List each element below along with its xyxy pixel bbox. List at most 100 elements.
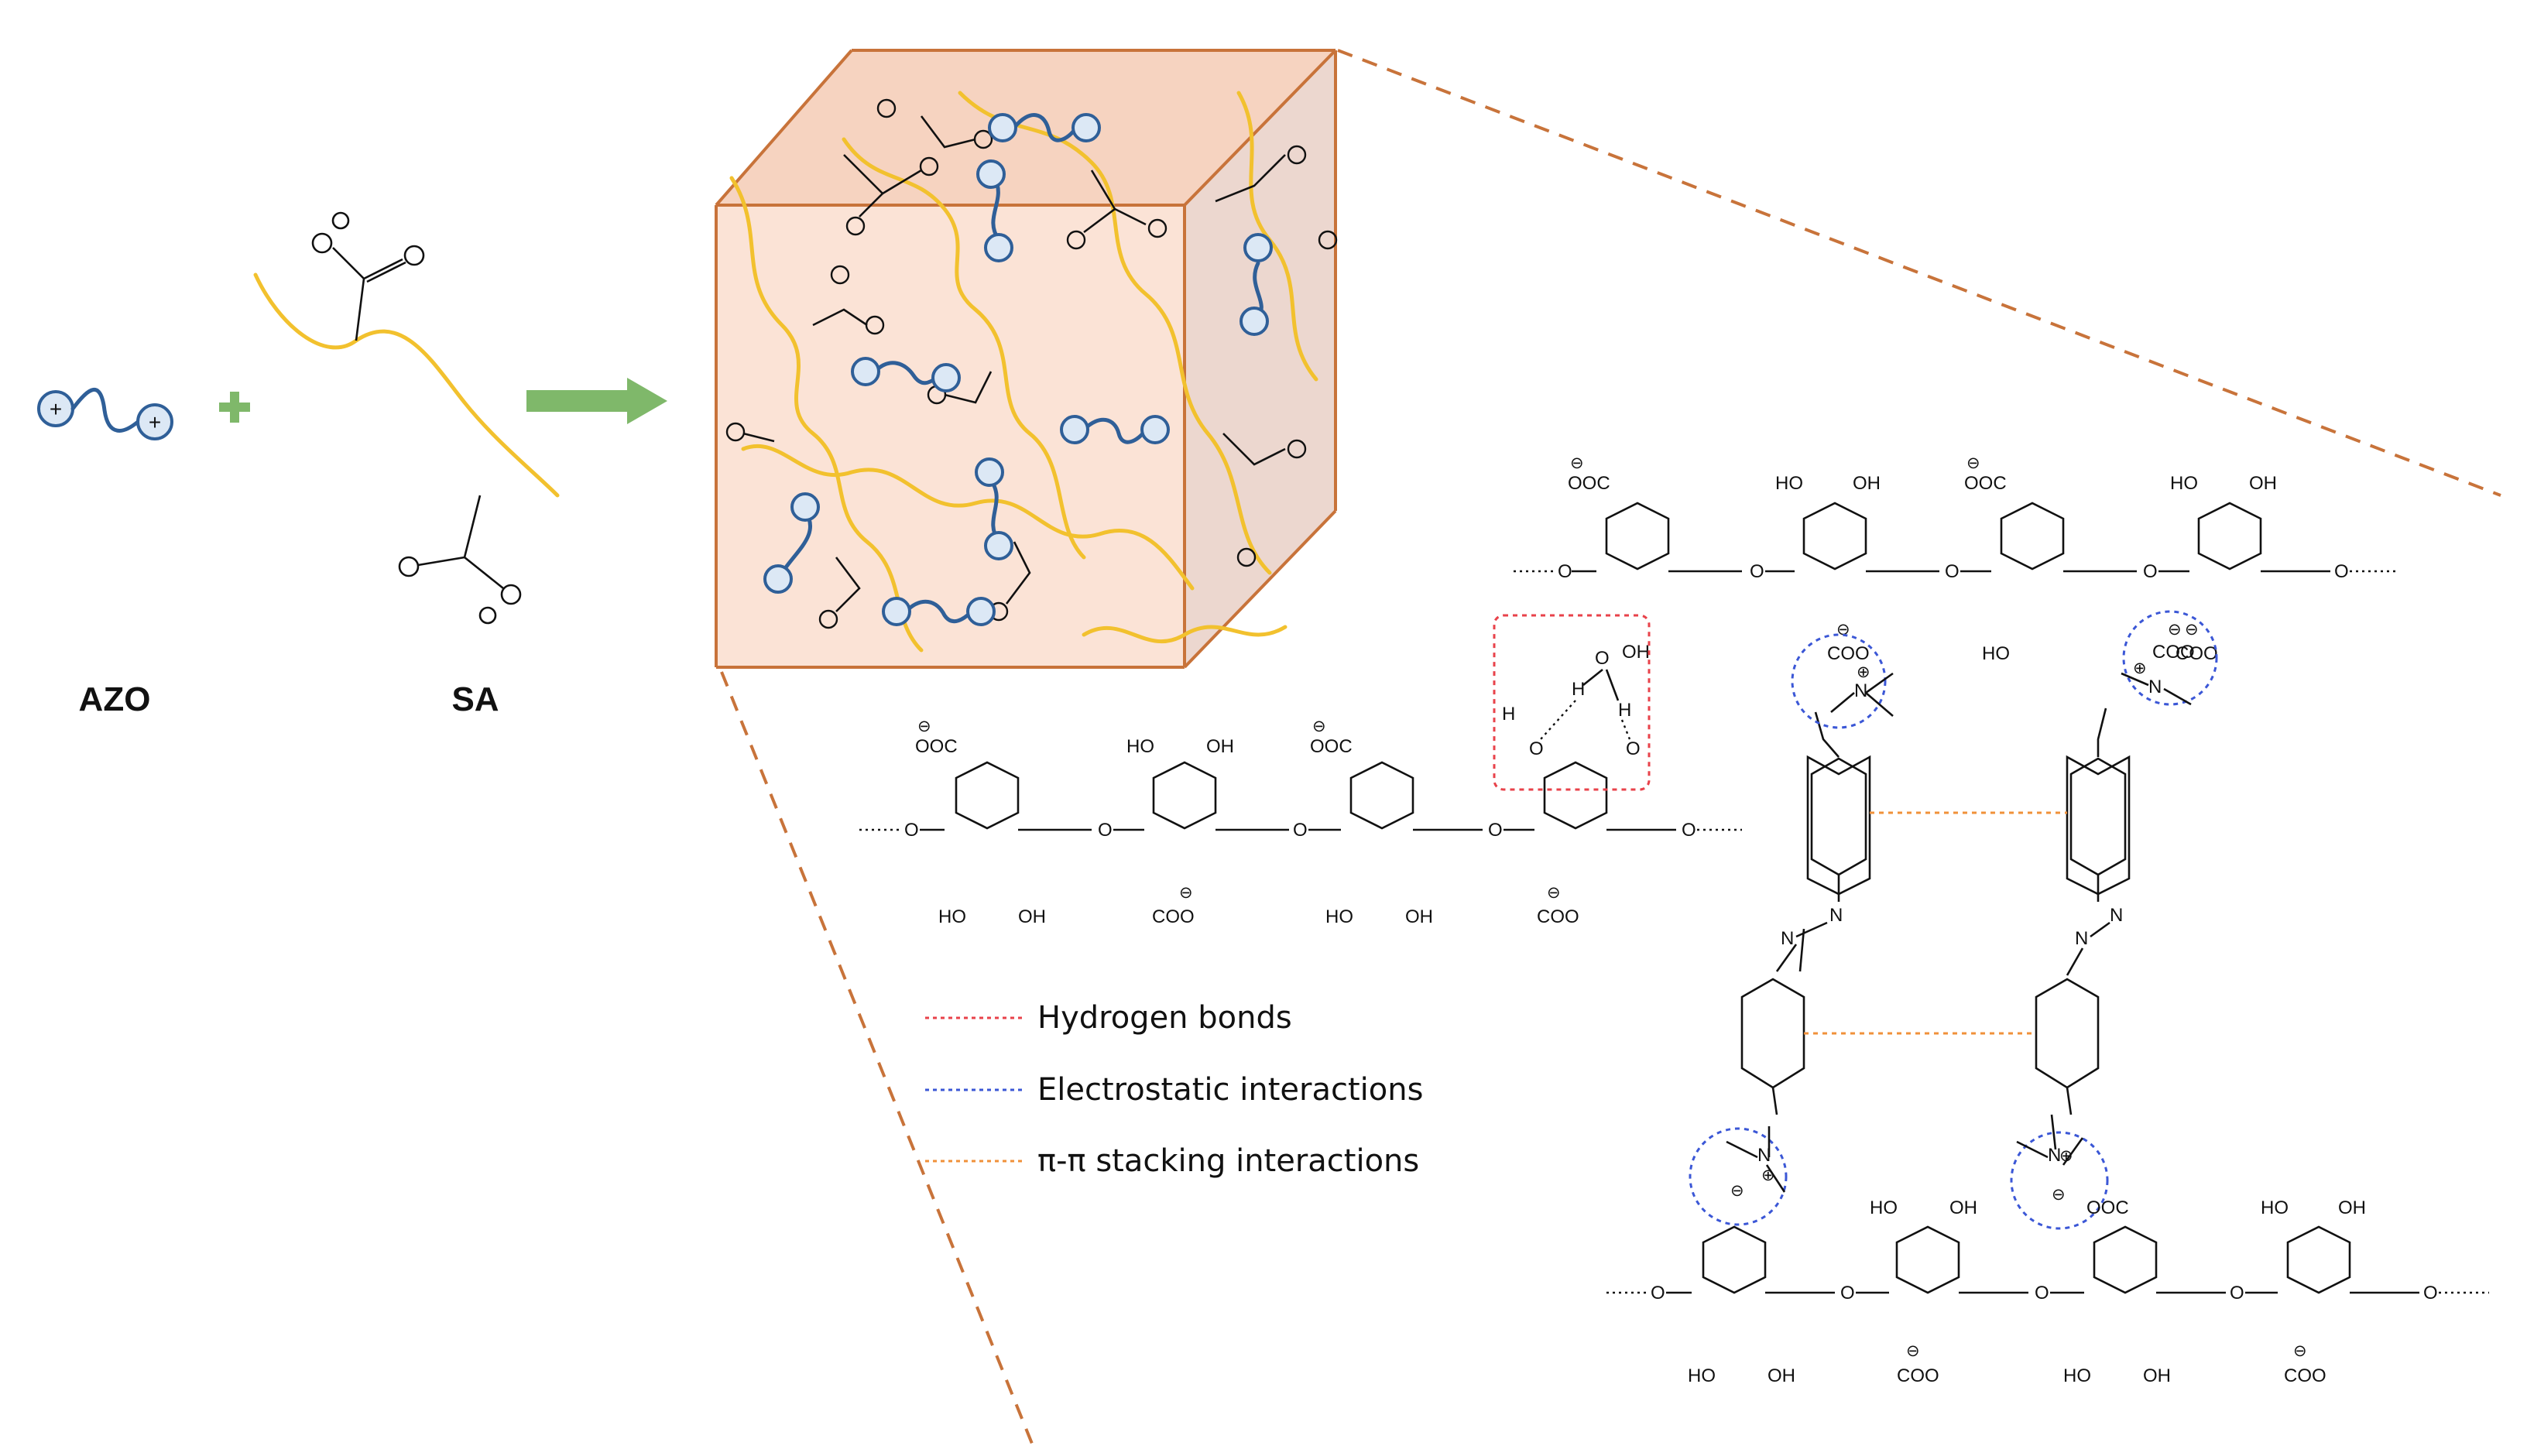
- plus-symbol: +: [50, 397, 62, 421]
- svg-text:COO: COO: [1827, 643, 1870, 664]
- legend-label: Electrostatic interactions: [1037, 1072, 1423, 1108]
- svg-text:HO: HO: [938, 906, 966, 927]
- svg-text:⊖: ⊖: [1966, 454, 1980, 472]
- svg-text:O: O: [1682, 820, 1696, 841]
- svg-text:O: O: [1750, 561, 1764, 582]
- reaction-arrow: [526, 378, 667, 424]
- svg-text:OH: OH: [2143, 1365, 2171, 1386]
- legend-label: Hydrogen bonds: [1037, 1000, 1292, 1036]
- svg-text:⊖: ⊖: [2185, 621, 2199, 639]
- legend-item-electrostatic: Electrostatic interactions: [925, 1072, 1423, 1108]
- svg-text:H: H: [1618, 700, 1631, 721]
- svg-text:OH: OH: [1768, 1365, 1795, 1386]
- svg-text:HO: HO: [1325, 906, 1353, 927]
- svg-text:O: O: [1293, 820, 1308, 841]
- legend-item-hydrogen-bonds: Hydrogen bonds: [925, 1000, 1292, 1036]
- svg-text:HO: HO: [1688, 1365, 1716, 1386]
- svg-text:⊖: ⊖: [917, 718, 931, 735]
- svg-text:O: O: [1595, 648, 1610, 669]
- legend-item-pi-stacking: π-π stacking interactions: [925, 1143, 1419, 1179]
- legend: Hydrogen bonds Electrostatic interaction…: [925, 1000, 1423, 1179]
- svg-text:O: O: [1488, 820, 1503, 841]
- hydrogen-bond-region: O H H H O O: [1493, 614, 1651, 791]
- svg-text:⊕: ⊕: [2133, 659, 2147, 677]
- ammonium-groups: N ⊕ N ⊕ COO ⊖ N ⊕ N ⊕ ⊖ ⊖ OOC: [1726, 621, 2195, 1218]
- svg-text:HO: HO: [2063, 1365, 2091, 1386]
- svg-text:N: N: [1854, 680, 1867, 701]
- svg-text:OH: OH: [2249, 473, 2277, 494]
- svg-text:OOC: OOC: [1568, 473, 1610, 494]
- azo-molecule: + +: [37, 388, 173, 440]
- svg-text:⊖: ⊖: [1312, 718, 1326, 735]
- azo-label: AZO: [79, 680, 151, 718]
- legend-label: π-π stacking interactions: [1037, 1143, 1419, 1179]
- svg-text:N: N: [2110, 905, 2123, 926]
- sa-chain-bottom: O O O O O HO OH HO OH HO OH COO ⊖ HO OH …: [1606, 1197, 2489, 1386]
- svg-text:OOC: OOC: [2086, 1197, 2129, 1218]
- svg-text:⊖: ⊖: [2168, 621, 2182, 639]
- svg-text:N: N: [2075, 928, 2088, 949]
- svg-text:O: O: [1098, 820, 1113, 841]
- svg-text:HO: HO: [1126, 736, 1154, 757]
- svg-text:O: O: [1945, 561, 1960, 582]
- azo-linker: [70, 388, 140, 433]
- plus-sign-icon: [219, 392, 250, 423]
- svg-text:N: N: [1829, 905, 1843, 926]
- azo-bridge-right: N N: [2035, 707, 2131, 1115]
- svg-text:H: H: [1502, 704, 1515, 725]
- svg-text:COO: COO: [1152, 906, 1195, 927]
- svg-text:⊕: ⊕: [1857, 663, 1870, 681]
- electrostatic-regions: [1689, 610, 2218, 1230]
- svg-text:COO: COO: [2152, 642, 2195, 663]
- svg-text:COO: COO: [2284, 1365, 2326, 1386]
- azo-bridge-left: N N: [1740, 711, 1871, 1115]
- svg-text:⊕: ⊕: [2059, 1147, 2073, 1165]
- svg-text:O: O: [2035, 1283, 2049, 1304]
- sa-chain-middle: O O O O O ⊖ OOC HO OH ⊖ OOC HO OH ⊖ COO …: [859, 718, 1742, 927]
- carboxyl-bond: [332, 247, 365, 341]
- svg-text:OH: OH: [1206, 736, 1234, 757]
- svg-text:O: O: [1651, 1283, 1665, 1304]
- svg-text:O: O: [1626, 738, 1641, 759]
- svg-text:N: N: [2148, 677, 2162, 697]
- svg-text:N: N: [2048, 1145, 2061, 1166]
- svg-text:⊖: ⊖: [1179, 884, 1193, 902]
- svg-text:O: O: [2143, 561, 2158, 582]
- svg-text:OH: OH: [1622, 642, 1650, 663]
- carboxyl-bond: [366, 261, 406, 283]
- svg-text:OH: OH: [1018, 906, 1046, 927]
- svg-text:O: O: [2423, 1283, 2438, 1304]
- svg-text:COO: COO: [1897, 1365, 1939, 1386]
- zoom-line-bottom: [720, 671, 1035, 1448]
- zoom-line-top: [1337, 49, 2501, 497]
- svg-text:O: O: [1840, 1283, 1855, 1304]
- svg-text:⊖: ⊖: [1547, 884, 1561, 902]
- carboxyl-bond: [417, 495, 482, 567]
- svg-text:HO: HO: [1870, 1197, 1898, 1218]
- svg-text:⊖: ⊖: [1570, 454, 1584, 472]
- svg-text:OH: OH: [1949, 1197, 1977, 1218]
- svg-text:OH: OH: [1853, 473, 1881, 494]
- svg-text:⊖: ⊖: [1836, 621, 1850, 639]
- sa-chain-top: O O O O O ⊖ OOC HO OH ⊖ OOC HO OH COO ⊖ …: [1514, 454, 2396, 664]
- svg-text:⊖: ⊖: [1906, 1342, 1920, 1360]
- svg-text:O: O: [2230, 1283, 2244, 1304]
- sa-molecule: [253, 211, 560, 625]
- sa-backbone: [253, 272, 560, 498]
- hydrogel-cube: [715, 49, 1338, 669]
- svg-text:H: H: [1572, 679, 1585, 700]
- svg-text:⊖: ⊖: [2293, 1342, 2307, 1360]
- svg-text:OH: OH: [1405, 906, 1433, 927]
- azo-cation-right: [136, 403, 173, 440]
- svg-text:HO: HO: [1982, 643, 2010, 664]
- svg-text:OOC: OOC: [915, 736, 958, 757]
- svg-text:N: N: [1781, 928, 1794, 949]
- svg-text:O: O: [904, 820, 919, 841]
- svg-text:COO: COO: [2176, 643, 2218, 664]
- svg-text:OH: OH: [2338, 1197, 2366, 1218]
- svg-text:HO: HO: [2261, 1197, 2289, 1218]
- svg-text:COO: COO: [1537, 906, 1579, 927]
- svg-text:OOC: OOC: [1310, 736, 1353, 757]
- svg-text:N: N: [1757, 1145, 1771, 1166]
